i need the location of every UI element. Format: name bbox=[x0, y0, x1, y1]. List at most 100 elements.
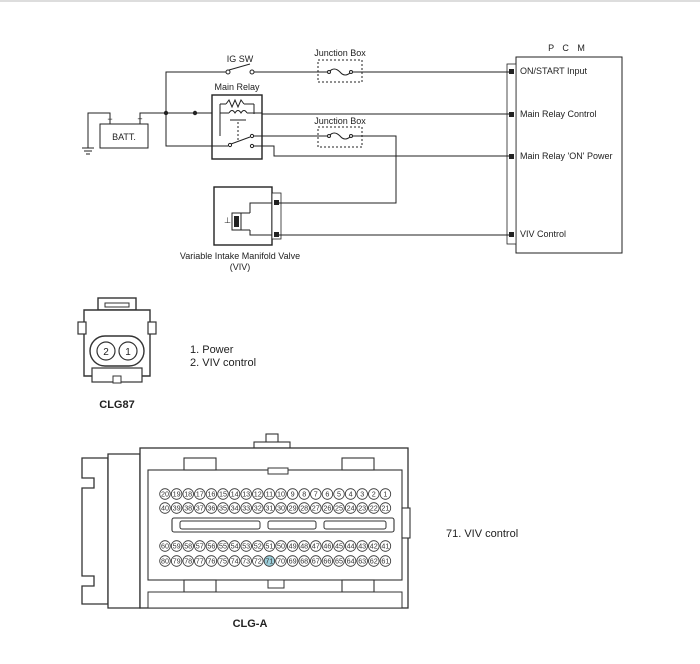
clga-pin bbox=[205, 555, 218, 567]
clga-pin-number: 54 bbox=[231, 542, 239, 551]
clga-pin bbox=[240, 540, 252, 552]
clga-pin-number: 59 bbox=[173, 542, 181, 551]
clga-pin-number: 27 bbox=[312, 504, 320, 513]
clga-pin-number: 67 bbox=[312, 557, 320, 566]
clga-pin bbox=[368, 540, 380, 552]
battery-label: BATT. bbox=[112, 132, 136, 142]
clga-pin bbox=[252, 540, 264, 552]
viv-abbr: (VIV) bbox=[230, 262, 251, 272]
clga-pin-number: 68 bbox=[300, 557, 308, 566]
clga-pin-number: 7 bbox=[314, 490, 318, 499]
clga-pin-number: 40 bbox=[161, 504, 169, 513]
pcm-pin-main-relay-on-power: Main Relay 'ON' Power bbox=[520, 151, 612, 161]
clga-pin bbox=[298, 502, 310, 514]
clga-pin-number: 34 bbox=[231, 504, 239, 513]
clga-pin bbox=[368, 555, 380, 567]
clga-pin-number: 70 bbox=[277, 557, 285, 566]
clga-pin bbox=[379, 502, 392, 514]
ig-sw-contact bbox=[225, 69, 231, 75]
clg87-cavity: 1 bbox=[125, 347, 131, 358]
clga-pin-number: 56 bbox=[207, 542, 215, 551]
clga-pin bbox=[170, 502, 183, 514]
clga-pin-71: 71. VIV control bbox=[446, 528, 518, 540]
clga-pin bbox=[275, 540, 287, 552]
clga-pin-number: 4 bbox=[349, 490, 353, 499]
clga-pin bbox=[368, 488, 380, 500]
clga-pin bbox=[379, 488, 392, 500]
clga-pin bbox=[310, 540, 322, 552]
clg87-pin-2: 2. VIV control bbox=[190, 357, 256, 369]
clga-pin-number: 16 bbox=[207, 490, 215, 499]
clga-pin bbox=[356, 540, 368, 552]
clga-pin bbox=[228, 540, 241, 552]
clga-pin bbox=[159, 555, 171, 567]
clga-pin-number: 44 bbox=[347, 542, 355, 551]
clga-pin-number: 73 bbox=[242, 557, 250, 566]
relay-coil-icon bbox=[228, 110, 248, 114]
clga-pin bbox=[170, 488, 183, 500]
clga-pin-number: 1 bbox=[383, 490, 387, 499]
clga-pin bbox=[298, 488, 310, 500]
clga-pin-number: 48 bbox=[300, 542, 308, 551]
clga-pin-number: 78 bbox=[184, 557, 192, 566]
clga-pin-number: 58 bbox=[184, 542, 192, 551]
clga-pin-number: 64 bbox=[347, 557, 355, 566]
clga-pin-number: 17 bbox=[196, 490, 204, 499]
clga-pin bbox=[286, 488, 299, 500]
clga-pin bbox=[182, 502, 194, 514]
clga-pin-number: 9 bbox=[291, 490, 295, 499]
clga-pin bbox=[275, 555, 287, 567]
clga-pin bbox=[321, 555, 334, 567]
junction-box-1 bbox=[317, 59, 363, 83]
clga-pin-number: 35 bbox=[219, 504, 227, 513]
clga-pin bbox=[356, 555, 368, 567]
clga-pin-number: 38 bbox=[184, 504, 192, 513]
clga-pin-number: 33 bbox=[242, 504, 250, 513]
clga-pin bbox=[252, 488, 264, 500]
clga-pin-number: 11 bbox=[266, 490, 273, 499]
clga-pin bbox=[321, 488, 334, 500]
clga-pin bbox=[286, 540, 299, 552]
clga-pin-number: 29 bbox=[289, 504, 297, 513]
clga-pin bbox=[333, 555, 345, 567]
clga-pin-number: 24 bbox=[347, 504, 355, 513]
pcm-pin-terminal bbox=[509, 112, 514, 117]
clga-pin bbox=[344, 488, 357, 500]
clga-pin bbox=[217, 488, 229, 500]
clga-pin-number: 22 bbox=[370, 504, 378, 513]
clg87-pin-1: 1. Power bbox=[190, 344, 234, 356]
clga-pin-number: 3 bbox=[360, 490, 364, 499]
clga-pin bbox=[240, 555, 252, 567]
clga-pin bbox=[286, 555, 299, 567]
clga-pin bbox=[333, 488, 345, 500]
clga-pin bbox=[310, 555, 322, 567]
clga-pin-number: 74 bbox=[231, 557, 239, 566]
clga-pin-number: 46 bbox=[323, 542, 331, 551]
clga-pin bbox=[379, 540, 392, 552]
clga-pin bbox=[228, 502, 241, 514]
clga-pin-number: 30 bbox=[277, 504, 285, 513]
clga-pin-number: 77 bbox=[196, 557, 204, 566]
clga-pin-number: 12 bbox=[254, 490, 262, 499]
main-relay-label: Main Relay bbox=[214, 82, 260, 92]
clga-pin-number: 6 bbox=[325, 490, 329, 499]
clga-pin bbox=[228, 488, 241, 500]
viv-valve-icon: ⊥ bbox=[224, 216, 231, 225]
clga-pin-number: 65 bbox=[335, 557, 343, 566]
clga-connector bbox=[81, 433, 411, 609]
relay-switch-lever bbox=[230, 136, 251, 145]
pcm-pin-viv-control: VIV Control bbox=[520, 229, 566, 239]
clga-pin-number: 8 bbox=[302, 490, 306, 499]
clga-pin bbox=[228, 555, 241, 567]
clga-pin bbox=[344, 540, 357, 552]
clga-pin-number: 60 bbox=[161, 542, 169, 551]
fuse-1-icon bbox=[328, 68, 352, 76]
clga-pin bbox=[356, 488, 368, 500]
pcm-pin-terminal bbox=[509, 154, 514, 159]
viv-connector bbox=[271, 192, 282, 240]
clga-pin bbox=[159, 540, 171, 552]
clga-pin bbox=[263, 488, 276, 500]
clga-pin bbox=[310, 502, 322, 514]
